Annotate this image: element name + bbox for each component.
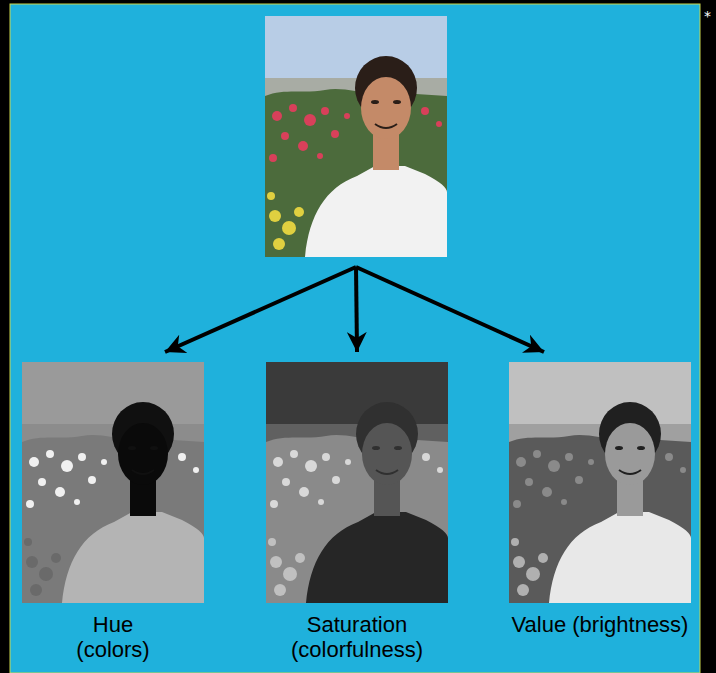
channel-image: Value (brightness) xyxy=(509,362,691,637)
channel-label: Hue (colors) xyxy=(58,612,168,662)
channel-image: Hue (colors) xyxy=(22,362,204,662)
source-photo xyxy=(265,16,447,257)
arrow-connector xyxy=(165,267,356,352)
arrow-connector xyxy=(356,267,357,352)
channel-label: Value (brightness) xyxy=(509,612,691,637)
corner-mark: * xyxy=(704,8,711,24)
channel-label: Saturation (colorfulness) xyxy=(266,612,448,662)
channel-image: Saturation (colorfulness) xyxy=(266,362,448,662)
arrow-connector xyxy=(356,267,544,352)
